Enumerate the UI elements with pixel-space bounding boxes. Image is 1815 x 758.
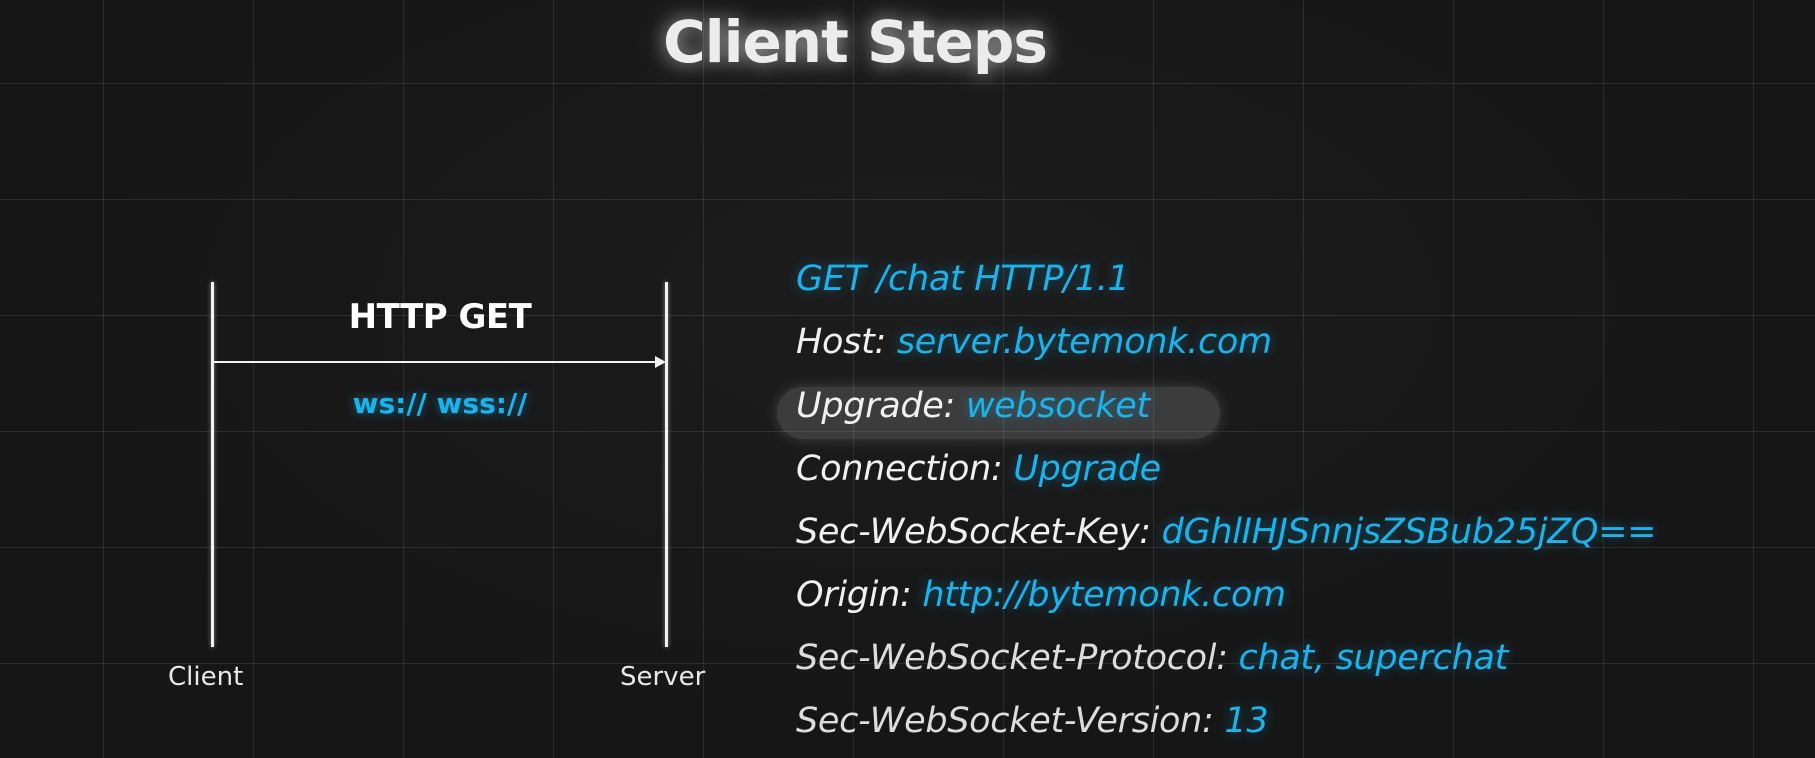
header-value: server.bytemonk.com	[896, 322, 1272, 362]
header-value: websocket	[965, 386, 1150, 426]
header-line-protocol: Sec-WebSocket-Protocol: chat, superchat	[796, 638, 1508, 678]
header-line-upgrade: Upgrade: websocket	[796, 386, 1150, 426]
arrow-head-icon	[655, 356, 666, 368]
upgrade-highlight	[777, 387, 1220, 439]
server-lifeline	[665, 282, 668, 647]
header-key: Sec-WebSocket-Version:	[796, 701, 1214, 741]
protocol-label: ws:// wss://	[352, 387, 528, 420]
header-value: chat, superchat	[1238, 638, 1509, 678]
slide-title: Client Steps	[663, 8, 1048, 76]
server-label: Server	[620, 662, 706, 692]
header-line-origin: Origin: http://bytemonk.com	[796, 575, 1286, 615]
header-key: Host:	[796, 322, 886, 362]
header-value: 13	[1224, 701, 1269, 741]
arrow-label: HTTP GET	[348, 297, 532, 337]
client-lifeline	[211, 282, 214, 647]
header-key: Origin:	[796, 575, 912, 615]
header-key: Connection:	[796, 449, 1003, 489]
header-key: Upgrade:	[796, 386, 956, 426]
header-line-host: Host: server.bytemonk.com	[796, 322, 1272, 362]
header-value: dGhlIHJSnnjsZSBub25jZQ==	[1161, 512, 1657, 552]
header-line-version: Sec-WebSocket-Version: 13	[796, 701, 1269, 741]
request-arrow	[212, 361, 657, 363]
header-value: Upgrade	[1013, 449, 1161, 489]
client-label: Client	[168, 662, 244, 692]
header-line-key: Sec-WebSocket-Key: dGhlIHJSnnjsZSBub25jZ…	[796, 512, 1656, 552]
header-value: http://bytemonk.com	[922, 575, 1286, 615]
request-line: GET /chat HTTP/1.1	[796, 259, 1130, 299]
header-line-connection: Connection: Upgrade	[796, 449, 1161, 489]
header-key: Sec-WebSocket-Protocol:	[796, 638, 1228, 678]
header-key: Sec-WebSocket-Key:	[796, 512, 1151, 552]
